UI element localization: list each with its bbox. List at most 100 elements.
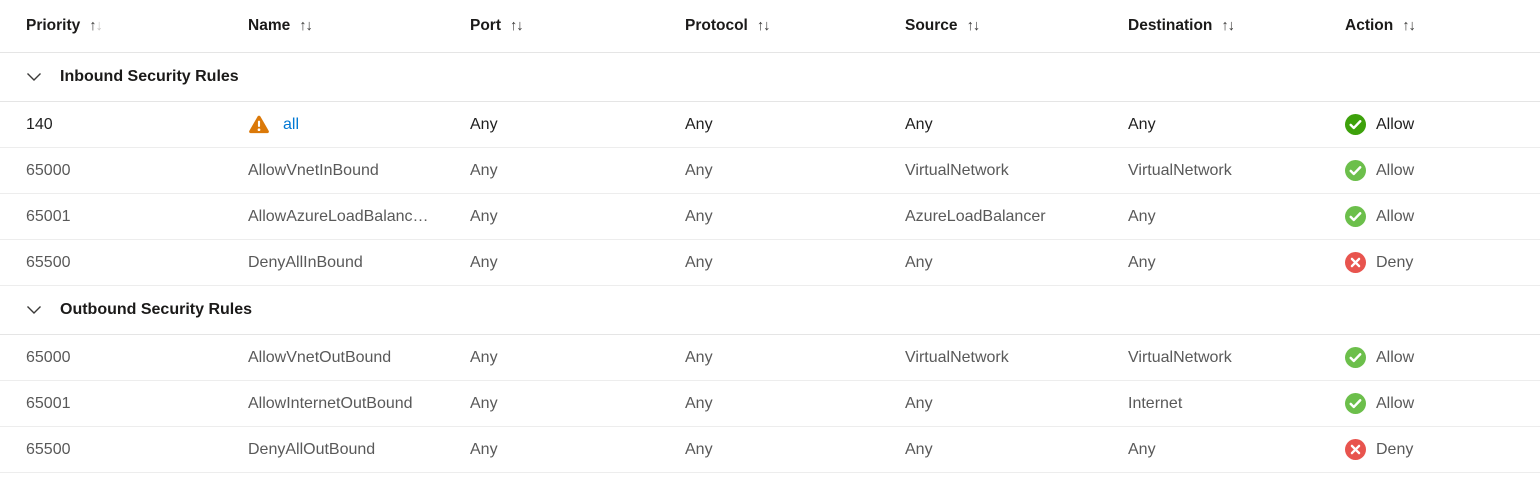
column-header-priority[interactable]: Priority ↑↓	[26, 17, 248, 35]
sort-icon: ↑↓	[967, 18, 981, 34]
table-row[interactable]: 65001 AllowAzureLoadBalanc… Any Any Azur…	[0, 194, 1540, 240]
cell-port: Any	[470, 440, 498, 458]
cell-destination: VirtualNetwork	[1128, 348, 1232, 366]
sort-up-arrow-icon: ↑	[756, 18, 765, 34]
cell-name: AllowVnetOutBound	[248, 348, 392, 366]
table-header-row: Priority ↑↓ Name ↑↓ Port ↑↓ Protocol ↑↓ …	[0, 0, 1540, 53]
sort-up-arrow-icon: ↑	[89, 18, 97, 34]
column-header-source[interactable]: Source ↑↓	[905, 17, 1128, 35]
cell-port: Any	[470, 348, 498, 366]
cell-priority: 65500	[26, 440, 71, 458]
rule-name-link[interactable]: all	[283, 115, 300, 133]
action-label: Allow	[1376, 161, 1415, 179]
allow-check-icon	[1345, 114, 1366, 135]
cell-name: AllowAzureLoadBalanc…	[248, 207, 429, 225]
cell-destination: Any	[1128, 207, 1156, 225]
cell-destination: VirtualNetwork	[1128, 161, 1232, 179]
group-title: Inbound Security Rules	[60, 68, 239, 85]
cell-protocol: Any	[685, 253, 713, 271]
sort-down-arrow-icon: ↓	[516, 18, 524, 34]
sort-down-arrow-icon: ↓	[305, 18, 313, 34]
cell-priority: 65001	[26, 394, 71, 412]
sort-up-arrow-icon: ↑	[966, 18, 974, 34]
cell-name: DenyAllOutBound	[248, 440, 376, 458]
cell-priority: 65001	[26, 207, 71, 225]
sort-icon: ↑↓	[1402, 18, 1416, 34]
cell-name: AllowInternetOutBound	[248, 394, 413, 412]
group-header-outbound[interactable]: Outbound Security Rules	[0, 286, 1540, 335]
sort-down-arrow-icon: ↓	[972, 18, 981, 34]
sort-up-arrow-icon: ↑	[510, 18, 518, 34]
cell-protocol: Any	[685, 440, 713, 458]
action-label: Allow	[1376, 207, 1415, 225]
cell-name: all	[248, 115, 470, 134]
column-header-protocol[interactable]: Protocol ↑↓	[685, 17, 905, 35]
allow-check-icon	[1345, 160, 1366, 181]
sort-icon: ↑↓	[299, 18, 313, 34]
cell-protocol: Any	[685, 394, 713, 412]
cell-priority: 65000	[26, 161, 71, 179]
cell-priority: 65000	[26, 348, 71, 366]
chevron-down-icon[interactable]	[26, 305, 43, 315]
action-label: Allow	[1376, 115, 1415, 133]
cell-action: Deny	[1345, 439, 1540, 460]
cell-protocol: Any	[685, 115, 713, 133]
chevron-down-icon[interactable]	[26, 72, 43, 82]
cell-protocol: Any	[685, 161, 713, 179]
cell-destination: Internet	[1128, 394, 1183, 412]
cell-priority: 140	[26, 115, 53, 133]
sort-down-arrow-icon: ↓	[95, 18, 103, 34]
table-row[interactable]: 65500 DenyAllOutBound Any Any Any Any De…	[0, 427, 1540, 473]
sort-up-arrow-icon: ↑	[1221, 18, 1229, 34]
column-header-name[interactable]: Name ↑↓	[248, 17, 470, 35]
cell-priority: 65500	[26, 253, 71, 271]
cell-action: Allow	[1345, 206, 1540, 227]
table-row[interactable]: 65000 AllowVnetInBound Any Any VirtualNe…	[0, 148, 1540, 194]
cell-protocol: Any	[685, 207, 713, 225]
column-header-destination[interactable]: Destination ↑↓	[1128, 17, 1345, 35]
cell-port: Any	[470, 115, 498, 133]
sort-down-arrow-icon: ↓	[1408, 18, 1416, 34]
column-header-port[interactable]: Port ↑↓	[470, 17, 685, 35]
sort-icon: ↑↓	[89, 18, 103, 34]
column-label-action: Action	[1345, 17, 1394, 34]
cell-action: Deny	[1345, 252, 1540, 273]
action-label: Deny	[1376, 440, 1414, 458]
table-row[interactable]: 65001 AllowInternetOutBound Any Any Any …	[0, 381, 1540, 427]
cell-source: VirtualNetwork	[905, 348, 1009, 366]
sort-up-arrow-icon: ↑	[1402, 18, 1410, 34]
column-label-port: Port	[470, 17, 501, 34]
cell-source: VirtualNetwork	[905, 161, 1009, 179]
cell-name: AllowVnetInBound	[248, 161, 379, 179]
cell-port: Any	[470, 207, 498, 225]
group-header-inbound[interactable]: Inbound Security Rules	[0, 53, 1540, 102]
cell-destination: Any	[1128, 253, 1156, 271]
group-title: Outbound Security Rules	[60, 301, 253, 318]
sort-down-arrow-icon: ↓	[763, 18, 771, 34]
cell-source: Any	[905, 440, 933, 458]
column-label-priority: Priority	[26, 17, 81, 34]
table-row[interactable]: 65000 AllowVnetOutBound Any Any VirtualN…	[0, 335, 1540, 381]
table-row[interactable]: 65500 DenyAllInBound Any Any Any Any Den…	[0, 240, 1540, 286]
action-label: Deny	[1376, 253, 1414, 271]
allow-check-icon	[1345, 347, 1366, 368]
cell-action: Allow	[1345, 347, 1540, 368]
cell-port: Any	[470, 394, 498, 412]
cell-source: Any	[905, 253, 933, 271]
cell-destination: Any	[1128, 115, 1156, 133]
allow-check-icon	[1345, 206, 1366, 227]
table-row[interactable]: 140 all Any Any Any Any Allow	[0, 102, 1540, 148]
column-header-action[interactable]: Action ↑↓	[1345, 17, 1540, 35]
allow-check-icon	[1345, 393, 1366, 414]
sort-icon: ↑↓	[757, 18, 771, 34]
cell-source: Any	[905, 115, 933, 133]
cell-action: Allow	[1345, 160, 1540, 181]
warning-icon	[248, 115, 270, 134]
cell-action: Allow	[1345, 393, 1540, 414]
sort-icon: ↑↓	[1221, 18, 1235, 34]
cell-port: Any	[470, 161, 498, 179]
cell-protocol: Any	[685, 348, 713, 366]
sort-down-arrow-icon: ↓	[1227, 18, 1235, 34]
cell-name: DenyAllInBound	[248, 253, 363, 271]
